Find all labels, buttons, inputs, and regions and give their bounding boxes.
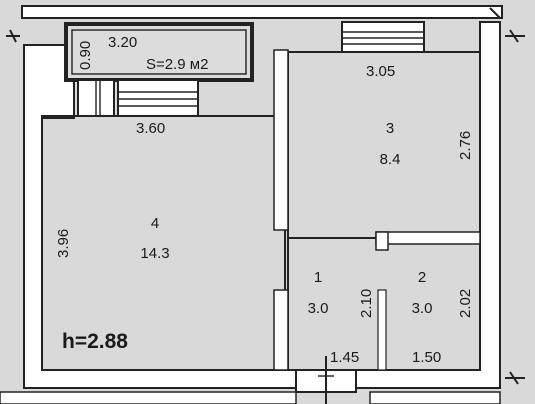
room-1-bottom-dim: 1.45	[330, 349, 359, 366]
room-4-top-dim: 3.60	[136, 120, 165, 137]
room-3-area: 8.4	[380, 151, 401, 168]
top-wall-strip	[21, 5, 503, 19]
balcony-width-dim: 3.20	[108, 34, 137, 51]
room-4-number: 4	[151, 215, 159, 232]
room-3-number: 3	[386, 120, 394, 137]
room-2-side-dim: 2.02	[457, 289, 474, 318]
room-2-area: 3.0	[412, 300, 433, 317]
partition-wall-upper	[273, 49, 289, 231]
room-4-side-dim: 3.96	[55, 229, 72, 258]
bath-divider-wall	[377, 289, 387, 371]
window-room-4	[117, 79, 199, 117]
window-room-3	[341, 21, 425, 53]
room-2-number: 2	[418, 269, 426, 286]
entrance-door	[295, 356, 357, 404]
room-3-top-dim: 3.05	[366, 63, 395, 80]
ceiling-height: h=2.88	[62, 330, 128, 353]
balcony-area: S=2.9 м2	[146, 56, 208, 73]
partition-wall-lower	[273, 289, 289, 371]
room-4-area: 14.3	[140, 245, 169, 262]
partition-bath-top	[375, 231, 481, 245]
axis-marks	[6, 7, 525, 385]
room-1-area: 3.0	[308, 300, 329, 317]
balcony-inner	[71, 29, 247, 75]
bottom-wall-strip	[369, 391, 501, 404]
balcony-depth-dim: 0.90	[77, 41, 94, 70]
room-2-bottom-dim: 1.50	[412, 349, 441, 366]
room-1-number: 1	[314, 269, 322, 286]
room-1-side-dim: 2.10	[358, 289, 375, 318]
bottom-wall-strip-left	[0, 391, 297, 404]
partition-bath-corner	[375, 231, 389, 251]
room-3-side-dim: 2.76	[457, 131, 474, 160]
balcony-door	[77, 79, 115, 117]
